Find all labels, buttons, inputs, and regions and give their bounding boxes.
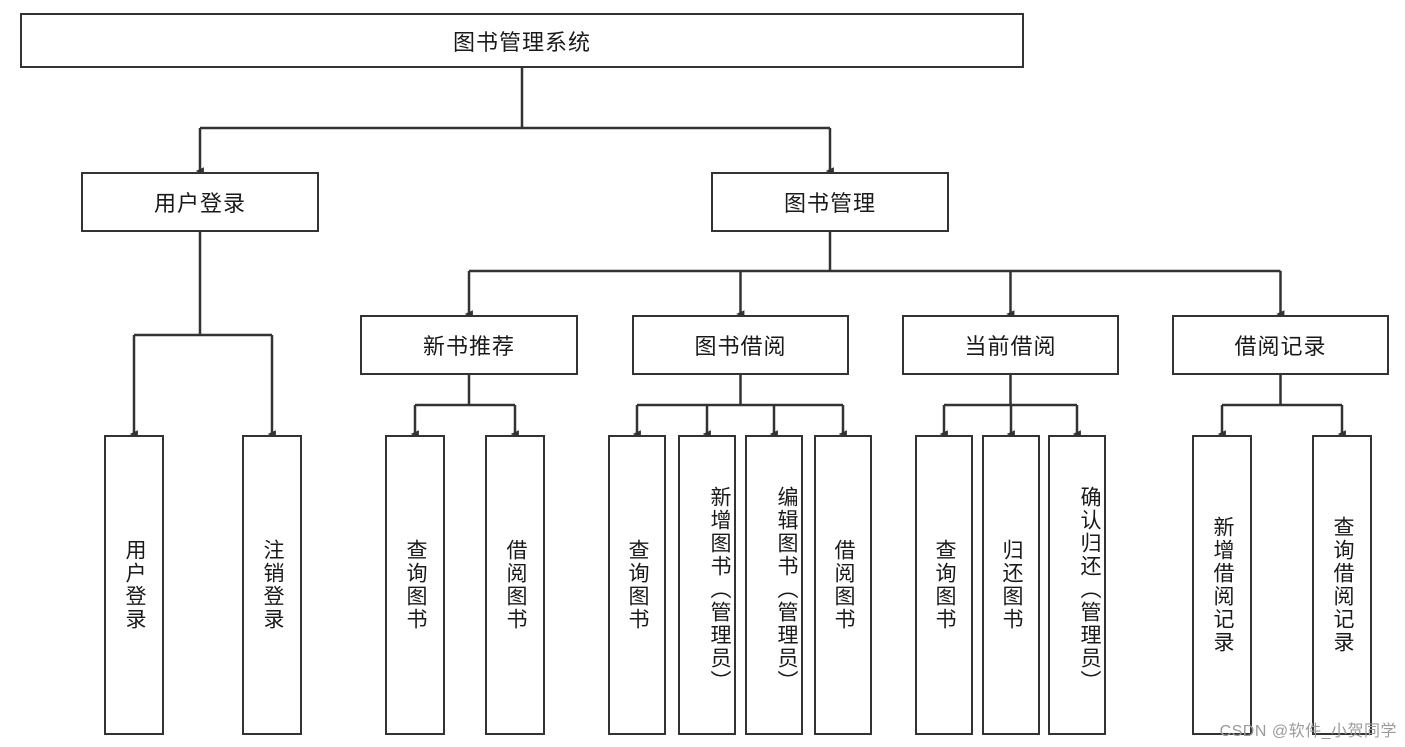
node-bookmgmt[interactable]: 图书管理: [711, 172, 949, 232]
node-leaf-bw-add[interactable]: 新增图书（管理员）: [678, 435, 736, 735]
node-leaf-bw-edit[interactable]: 编辑图书（管理员）: [745, 435, 803, 735]
node-leaf-cb-confirm[interactable]: 确认归还（管理员）: [1048, 435, 1106, 735]
node-leaf-login[interactable]: 用户登录: [104, 435, 164, 735]
node-label: 借阅图书: [504, 539, 527, 631]
node-label: 借阅记录: [1234, 334, 1327, 359]
node-label: 确认归还（管理员）: [1078, 485, 1101, 693]
node-label: 用户登录: [153, 191, 246, 216]
node-label: 图书管理: [783, 191, 876, 216]
node-label: 图书借阅: [694, 334, 787, 359]
node-borrow[interactable]: 图书借阅: [632, 315, 849, 375]
node-leaf-cb-return[interactable]: 归还图书: [982, 435, 1040, 735]
node-label: 当前借阅: [964, 334, 1057, 359]
node-label: 用户登录: [123, 539, 146, 631]
node-root[interactable]: 图书管理系统: [20, 13, 1024, 68]
node-label: 查询图书: [933, 539, 956, 631]
node-label: 查询图书: [626, 539, 649, 631]
node-leaf-rc-query[interactable]: 查询借阅记录: [1312, 435, 1372, 735]
node-label: 编辑图书（管理员）: [775, 485, 798, 693]
node-newbook[interactable]: 新书推荐: [360, 315, 578, 375]
node-leaf-cb-query[interactable]: 查询图书: [915, 435, 973, 735]
node-label: 新增图书（管理员）: [708, 485, 731, 693]
node-label: 新增借阅记录: [1211, 516, 1234, 654]
edge-group: [129, 68, 1346, 438]
node-leaf-rc-add[interactable]: 新增借阅记录: [1192, 435, 1252, 735]
node-leaf-bw-borrow[interactable]: 借阅图书: [814, 435, 872, 735]
node-current[interactable]: 当前借阅: [902, 315, 1119, 375]
node-records[interactable]: 借阅记录: [1172, 315, 1389, 375]
watermark: CSDN @软件_小贺同学: [1219, 723, 1397, 740]
node-label: 查询借阅记录: [1331, 516, 1354, 654]
node-leaf-nb-query[interactable]: 查询图书: [385, 435, 445, 735]
node-label: 借阅图书: [832, 539, 855, 631]
node-label: 注销登录: [261, 539, 284, 631]
node-leaf-bw-query[interactable]: 查询图书: [608, 435, 666, 735]
node-leaf-logout[interactable]: 注销登录: [242, 435, 302, 735]
node-leaf-nb-borrow[interactable]: 借阅图书: [485, 435, 545, 735]
node-label: 图书管理系统: [452, 29, 591, 55]
node-label: 归还图书: [1000, 539, 1023, 631]
node-label: 查询图书: [404, 539, 427, 631]
node-login[interactable]: 用户登录: [81, 172, 319, 232]
node-label: 新书推荐: [422, 334, 515, 359]
